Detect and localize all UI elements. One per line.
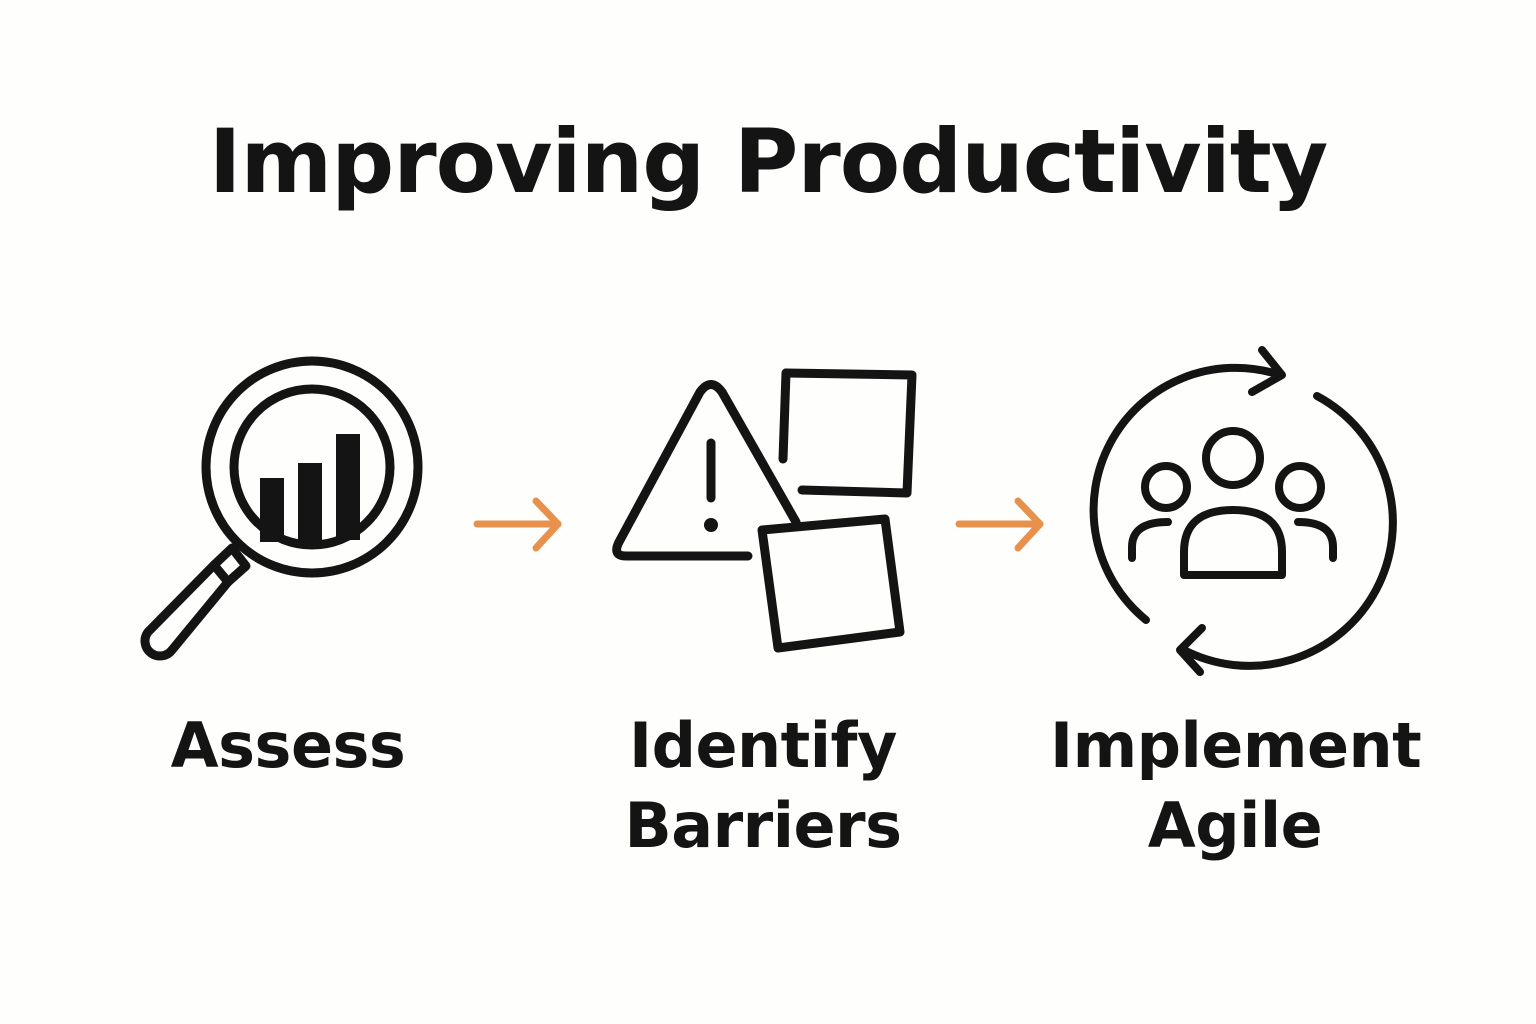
team-cycle-icon: [1080, 340, 1397, 685]
step-label-implement-agile: Implement Agile: [1050, 706, 1422, 866]
step-label-assess: Assess: [138, 706, 438, 786]
step-label-identify-barriers: Identify Barriers: [608, 706, 918, 866]
arrow-right-icon: [470, 495, 570, 555]
arrow-right-icon: [952, 495, 1052, 555]
step-label-line: Implement: [1050, 709, 1422, 782]
step-label-line: Identify: [629, 709, 897, 782]
diagram-title: Improving Productivity: [208, 110, 1328, 213]
magnifier-bar-chart-icon: [130, 350, 430, 670]
step-label-line: Agile: [1147, 789, 1323, 862]
step-label-line: Barriers: [624, 789, 902, 862]
step-label-line: Assess: [170, 709, 406, 782]
warning-blocks-icon: [600, 360, 930, 660]
